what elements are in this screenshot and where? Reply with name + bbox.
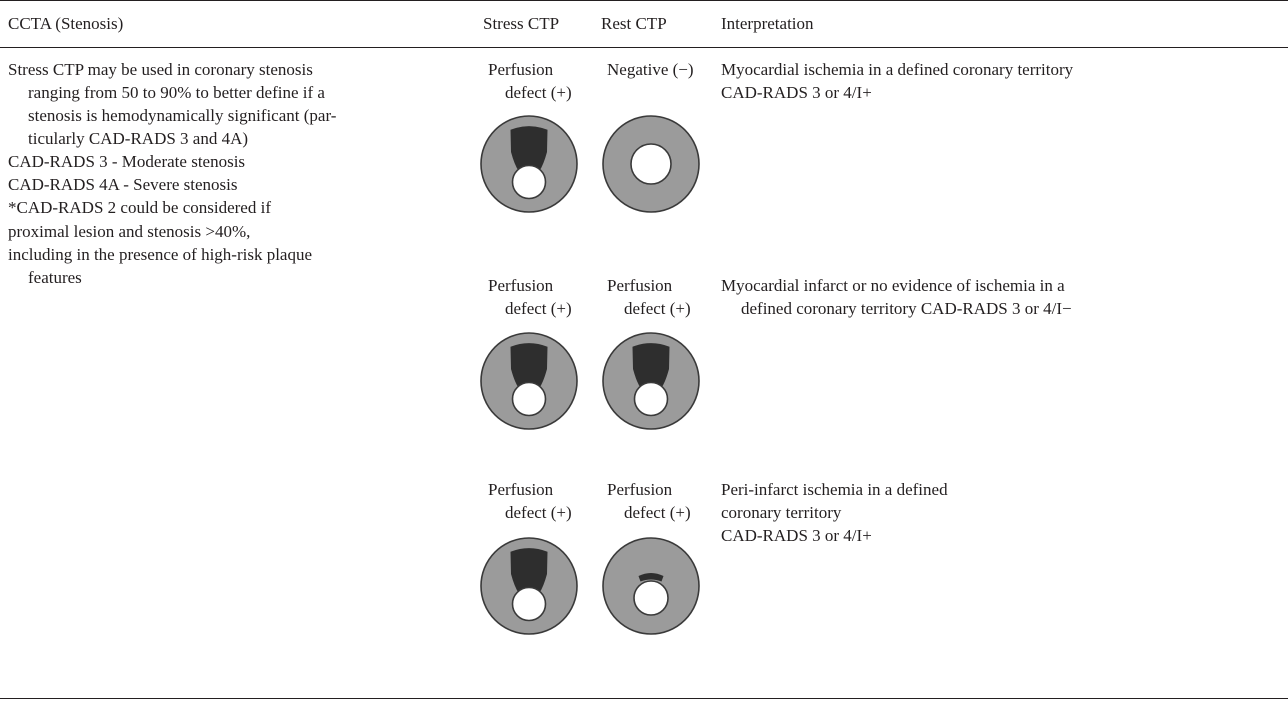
- perfusion-defect: [510, 343, 548, 388]
- row1-stress-label: defect (+): [505, 83, 572, 102]
- ccta-line: features: [28, 268, 82, 287]
- row2-interpretation: defined coronary territory CAD-RADS 3 or…: [741, 299, 1072, 318]
- perfusion-ring-icon: [602, 332, 700, 430]
- header-rule: [0, 47, 1288, 48]
- header-interpretation: Interpretation: [721, 14, 814, 33]
- row1-stress-label: Perfusion: [488, 60, 554, 79]
- header-stress-ctp: Stress CTP: [483, 14, 560, 33]
- row2-stress-label: defect (+): [505, 299, 572, 318]
- perfusion-ring-icon: [480, 537, 578, 635]
- ccta-line: proximal lesion and stenosis >40%,: [8, 222, 251, 241]
- table-top-rule: [0, 0, 1288, 1]
- ccta-line: including in the presence of high-risk p…: [8, 245, 313, 264]
- perfusion-defect: [632, 343, 670, 388]
- row3-interpretation: CAD-RADS 3 or 4/I+: [721, 526, 872, 545]
- perfusion-ring-icon: [602, 115, 700, 213]
- row3-interpretation: Peri-infarct ischemia in a defined: [721, 480, 948, 499]
- row3-rest-label: defect (+): [624, 503, 691, 522]
- table-bottom-rule: [0, 698, 1288, 699]
- row3-stress-label: Perfusion: [488, 480, 554, 499]
- ccta-line: ranging from 50 to 90% to better define …: [28, 83, 325, 102]
- ccta-line: stenosis is hemodynamically significant …: [28, 106, 337, 125]
- row1-rest-label: Negative (−): [607, 60, 694, 79]
- ccta-line: CAD-RADS 3 - Moderate stenosis: [8, 152, 246, 171]
- row3-rest-label: Perfusion: [607, 480, 673, 499]
- ccta-line: ticularly CAD-RADS 3 and 4A): [28, 129, 249, 148]
- row3-stress-label: defect (+): [505, 503, 572, 522]
- row2-interpretation: Myocardial infarct or no evidence of isc…: [721, 276, 1065, 295]
- row1-interpretation: CAD-RADS 3 or 4/I+: [721, 83, 872, 102]
- perfusion-defect: [510, 548, 548, 593]
- row1-interpretation: Myocardial ischemia in a defined coronar…: [721, 60, 1074, 79]
- perfusion-ring-icon: [480, 115, 578, 213]
- perfusion-ring-icon: [602, 537, 700, 635]
- perfusion-ring-icon: [480, 332, 578, 430]
- perfusion-defect-small: [638, 573, 664, 582]
- header-ccta: CCTA (Stenosis): [8, 14, 124, 33]
- ccta-line: CAD-RADS 4A - Severe stenosis: [8, 175, 238, 194]
- ccta-line: *CAD-RADS 2 could be considered if: [8, 198, 271, 217]
- row2-rest-label: Perfusion: [607, 276, 673, 295]
- row2-stress-label: Perfusion: [488, 276, 554, 295]
- ccta-line: Stress CTP may be used in coronary steno…: [8, 60, 313, 79]
- header-rest-ctp: Rest CTP: [601, 14, 667, 33]
- row3-interpretation: coronary territory: [721, 503, 842, 522]
- row2-rest-label: defect (+): [624, 299, 691, 318]
- perfusion-defect: [510, 126, 548, 171]
